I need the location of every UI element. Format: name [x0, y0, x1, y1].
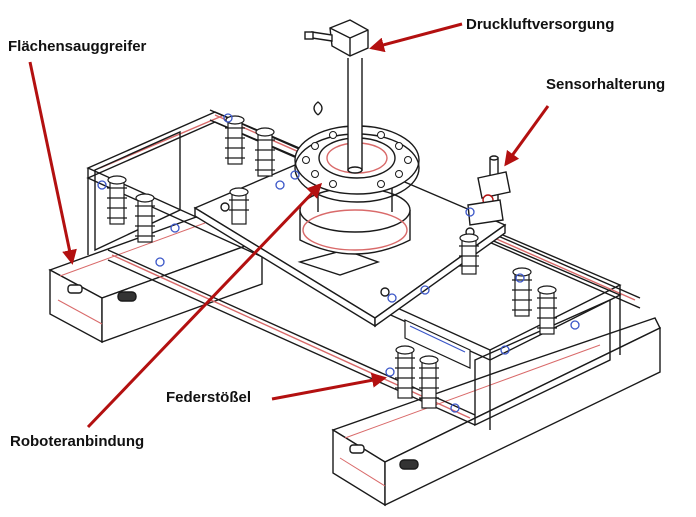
sensor-mount — [467, 155, 511, 226]
right-suction-pad — [331, 317, 661, 507]
callout-arrows — [28, 22, 550, 429]
label-roboteranbindung: Roboteranbindung — [10, 433, 145, 450]
arrow-sensorhalterung — [504, 105, 550, 167]
spring-plungers — [107, 115, 557, 409]
fasteners — [97, 113, 580, 413]
label-druckluftversorgung: Druckluftversorgung — [466, 16, 615, 33]
arrow-federstoessel — [271, 372, 387, 401]
label-sensorhalterung: Sensorhalterung — [546, 76, 666, 93]
arrow-flaechensauggreifer — [28, 61, 77, 265]
label-flaechensauggreifer: Flächensauggreifer — [8, 38, 147, 55]
air-supply-pipe — [304, 19, 369, 174]
arrow-roboteranbindung — [86, 182, 323, 429]
bracket — [404, 319, 471, 369]
arrow-druckluftversorgung — [369, 22, 463, 53]
label-federstoessel: Federstößel — [166, 389, 252, 406]
